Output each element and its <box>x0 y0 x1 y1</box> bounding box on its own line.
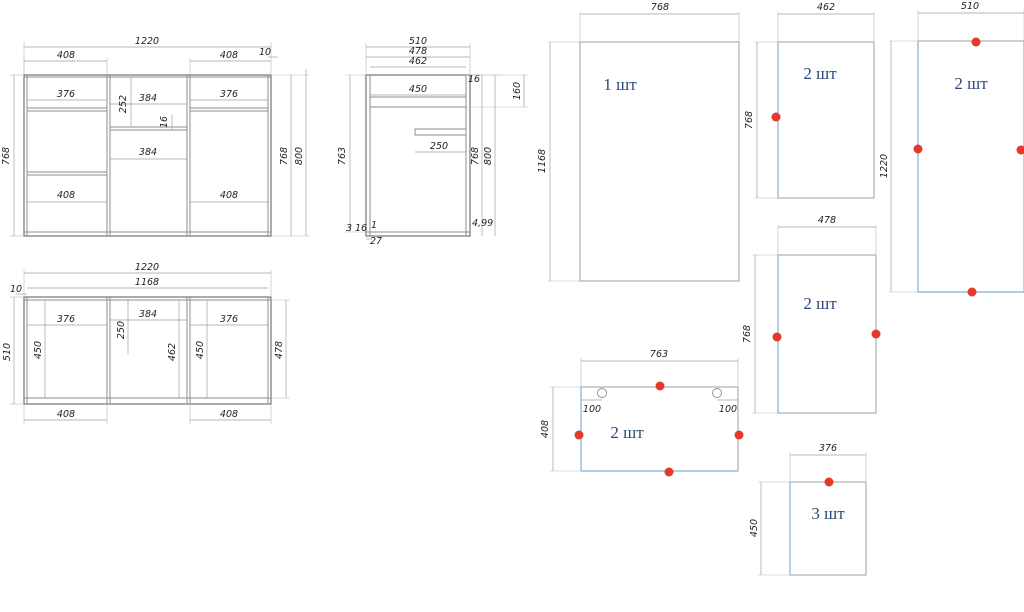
part-2-marker <box>771 112 781 122</box>
dim-side-27: 27 <box>370 236 382 247</box>
part-6-height: 450 <box>749 519 760 537</box>
dim-side-3: 3 <box>346 223 352 234</box>
part-3-qty: 2 шт <box>954 74 988 93</box>
part-3-marker-bottom <box>967 287 977 297</box>
part-6-qty: 3 шт <box>811 504 845 523</box>
dim-front-1220: 1220 <box>135 36 159 47</box>
side-view: 510 478 462 16 450 160 250 763 768 800 4… <box>337 36 528 247</box>
part-5-hole-right-dim: 100 <box>719 404 737 415</box>
dim-side-1: 1 <box>371 220 377 231</box>
part-3-width: 510 <box>961 1 979 12</box>
dim-side-450: 450 <box>409 84 427 95</box>
dim-side-4-99: 4,99 <box>472 218 493 229</box>
plan-outline <box>23 296 272 405</box>
part-2: 462 768 2 шт <box>744 2 875 199</box>
part-3-height: 1220 <box>879 154 890 178</box>
dim-side-160: 160 <box>512 82 523 100</box>
dim-plan-450-right: 450 <box>195 341 206 359</box>
part-2-qty: 2 шт <box>803 64 837 83</box>
part-5-height: 408 <box>540 420 551 438</box>
dim-front-408-bottom-left: 408 <box>57 190 75 201</box>
part-1-panel <box>579 41 740 282</box>
dim-front-376-right: 376 <box>220 89 238 100</box>
front-view: 1220 408 408 10 376 376 384 252 16 384 4… <box>1 36 310 237</box>
part-3: 510 1220 2 шт <box>879 1 1024 297</box>
part-6-width: 376 <box>819 443 837 454</box>
dim-side-16-bottom: 16 <box>355 223 367 234</box>
dim-front-408-left: 408 <box>57 50 75 61</box>
dim-front-768-left: 768 <box>1 147 12 165</box>
dim-front-16: 16 <box>159 116 170 128</box>
front-outline <box>23 74 272 237</box>
dim-plan-450-left: 450 <box>33 341 44 359</box>
part-4: 478 768 2 шт <box>742 215 881 414</box>
dim-plan-10: 10 <box>10 284 22 295</box>
part-4-width: 478 <box>818 215 836 226</box>
part-6-marker <box>824 477 834 487</box>
part-1-qty: 1 шт <box>603 75 637 94</box>
part-5-qty: 2 шт <box>610 423 644 442</box>
dim-plan-384: 384 <box>139 309 157 320</box>
part-2-height: 768 <box>744 111 755 129</box>
part-2-width: 462 <box>817 2 835 13</box>
part-3-marker-top <box>971 37 981 47</box>
dim-front-408-bottom-right: 408 <box>220 190 238 201</box>
dim-side-16: 16 <box>468 74 480 85</box>
plan-view: 1220 1168 10 376 384 376 450 250 462 450… <box>2 262 290 424</box>
part-3-marker-right <box>1016 145 1024 155</box>
dim-plan-376-left: 376 <box>57 314 75 325</box>
dim-side-510: 510 <box>409 36 427 47</box>
dim-plan-1220: 1220 <box>135 262 159 273</box>
dim-plan-1168: 1168 <box>135 277 159 288</box>
dim-front-800: 800 <box>294 147 305 165</box>
dim-plan-510: 510 <box>2 343 13 361</box>
part-6-panel <box>789 481 867 576</box>
part-5-hole-right <box>712 388 722 398</box>
dim-front-376-left: 376 <box>57 89 75 100</box>
dim-front-768-right: 768 <box>279 147 290 165</box>
dim-plan-462: 462 <box>167 343 178 361</box>
dim-side-768: 768 <box>470 147 481 165</box>
part-1: 768 1168 1 шт <box>537 2 740 282</box>
dim-side-763: 763 <box>337 147 348 165</box>
dim-front-252: 252 <box>118 95 129 113</box>
dim-plan-376-right: 376 <box>220 314 238 325</box>
dim-front-384-top: 384 <box>139 93 157 104</box>
part-4-marker-right <box>871 329 881 339</box>
dim-plan-408-right: 408 <box>220 409 238 420</box>
dim-side-250: 250 <box>430 141 448 152</box>
part-5-marker-right <box>734 430 744 440</box>
dim-plan-250: 250 <box>116 321 127 339</box>
side-outline <box>365 74 471 237</box>
dim-plan-408-left: 408 <box>57 409 75 420</box>
part-1-height: 1168 <box>537 149 548 173</box>
dim-side-478: 478 <box>409 46 427 57</box>
part-5-hole-left-dim: 100 <box>583 404 601 415</box>
part-5-hole-left <box>597 388 607 398</box>
dim-plan-478: 478 <box>274 341 285 359</box>
dim-side-462: 462 <box>409 56 427 67</box>
part-3-marker-left <box>913 144 923 154</box>
part-5-marker-top <box>655 381 665 391</box>
part-5-width: 763 <box>650 349 668 360</box>
part-4-marker-left <box>772 332 782 342</box>
dim-front-408-right: 408 <box>220 50 238 61</box>
part-5-marker-left <box>574 430 584 440</box>
dim-side-800: 800 <box>483 147 494 165</box>
dim-front-384-mid: 384 <box>139 147 157 158</box>
part-4-panel <box>777 254 877 414</box>
part-4-height: 768 <box>742 325 753 343</box>
part-4-qty: 2 шт <box>803 294 837 313</box>
part-6: 376 450 3 шт <box>749 443 867 576</box>
part-5-panel <box>580 386 739 472</box>
part-1-width: 768 <box>651 2 669 13</box>
part-5-marker-bottom <box>664 467 674 477</box>
part-5: 763 408 100 100 2 шт <box>540 349 744 477</box>
dim-front-10: 10 <box>259 47 271 58</box>
